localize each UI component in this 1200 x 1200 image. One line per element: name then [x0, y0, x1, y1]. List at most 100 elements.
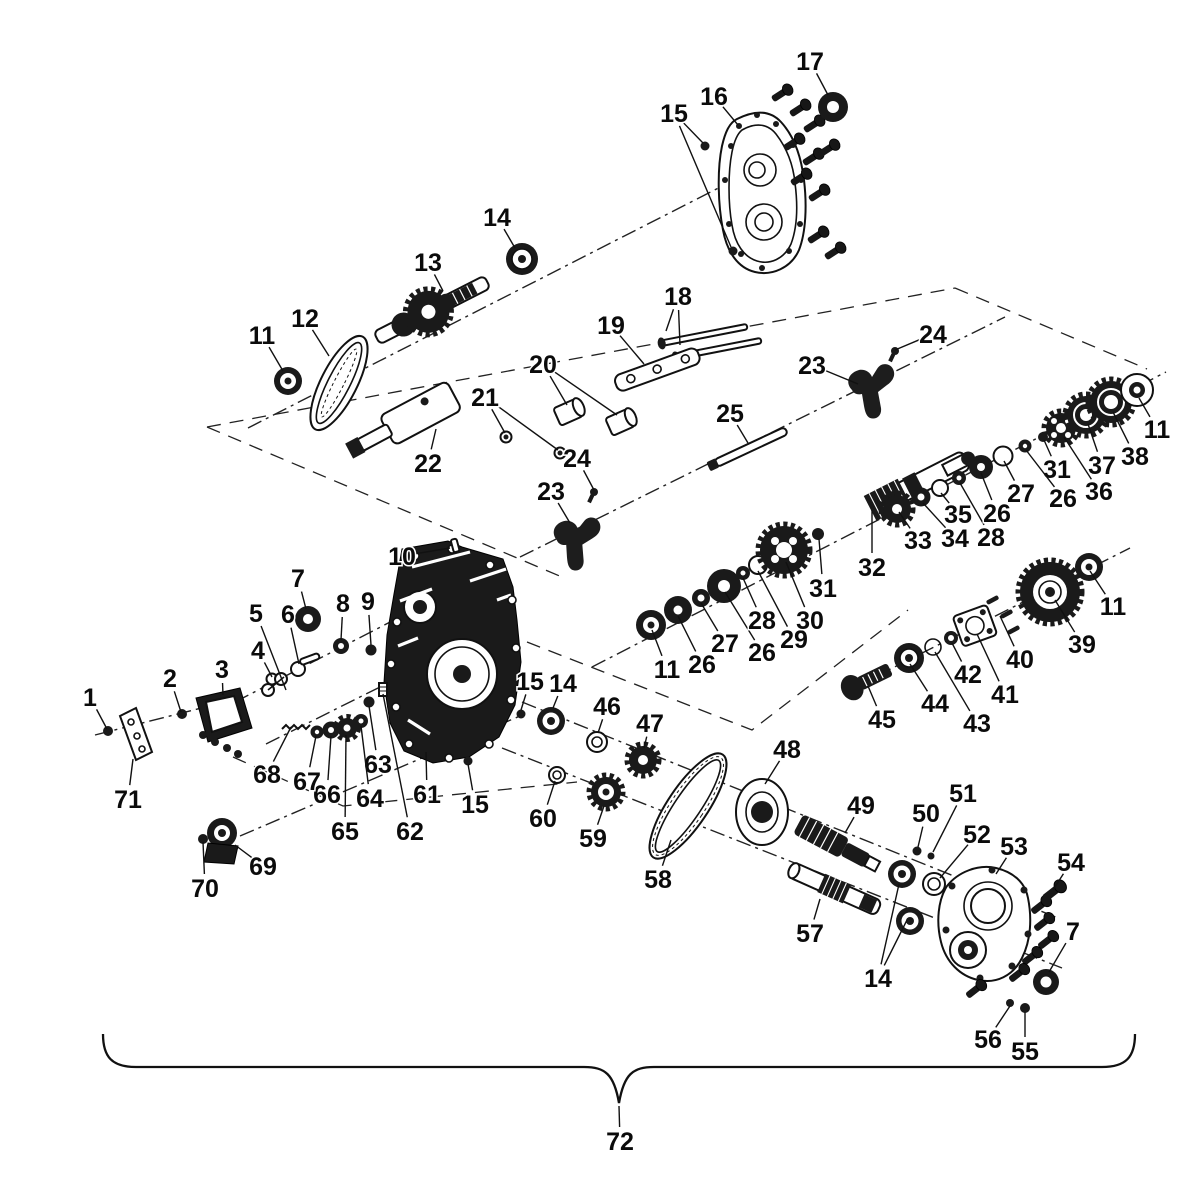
leader-line [959, 482, 985, 526]
callout-label-71: 71 [114, 786, 142, 814]
leader-line [880, 883, 900, 965]
leader-line [1003, 460, 1016, 481]
callout-label-49: 49 [847, 792, 875, 820]
leader-line [430, 428, 437, 450]
callout-label-54: 54 [1057, 849, 1085, 877]
callout-label-40: 40 [1006, 646, 1034, 674]
callout-label-6: 6 [281, 601, 295, 629]
part-49-shaft [794, 815, 882, 873]
callout-label-67: 67 [293, 768, 321, 796]
callout-label-11: 11 [654, 656, 681, 684]
leader-line [467, 763, 474, 791]
leader-line [546, 780, 556, 805]
part-46-washer [586, 731, 608, 753]
callout-label-56: 56 [974, 1026, 1002, 1054]
leader-line [520, 694, 527, 711]
leader-line [1138, 397, 1151, 418]
part-7-seal [295, 606, 321, 632]
callout-label-33: 33 [904, 527, 932, 555]
callout-label-38: 38 [1121, 443, 1149, 471]
leader-line [677, 615, 697, 652]
part-16-rear-cover [700, 81, 849, 274]
callout-label-15: 15 [516, 668, 544, 696]
callout-label-3: 3 [215, 656, 229, 684]
callout-label-25: 25 [716, 400, 744, 428]
cover-rim-holes [722, 112, 804, 271]
part-25-shift-rod [706, 427, 788, 471]
callout-label-10: 10 [388, 543, 416, 571]
leader-line [898, 511, 911, 529]
part-53-cover [937, 866, 1032, 982]
front-cover-assembly [912, 846, 1070, 1013]
part-20-spacers [553, 397, 638, 436]
leader-line [940, 492, 950, 504]
callout-label-20: 20 [529, 351, 557, 379]
callout-label-51: 51 [949, 780, 977, 808]
part-60-spacer [548, 766, 566, 784]
leader-line [596, 805, 605, 825]
leader-line [934, 651, 971, 712]
callout-label-66: 66 [313, 781, 341, 809]
leader-line [327, 735, 332, 781]
callout-label-60: 60 [529, 805, 557, 833]
callout-label-32: 32 [858, 554, 886, 582]
leader-line [300, 591, 307, 610]
callout-label-31: 31 [1043, 456, 1071, 484]
callout-label-37: 37 [1088, 452, 1116, 480]
leader-line [597, 719, 604, 734]
callout-label-11: 11 [249, 322, 276, 350]
leader-line [618, 1105, 621, 1128]
leader-line [202, 841, 206, 875]
leader-line [619, 335, 645, 365]
part-13-input-shaft [374, 276, 490, 344]
callout-label-69: 69 [249, 853, 277, 881]
part-15-bolt [728, 246, 738, 256]
callout-label-41: 41 [991, 681, 1019, 709]
leader-line [311, 329, 330, 357]
leader-line [917, 826, 924, 848]
part-23-shift-fork [549, 513, 602, 573]
part-69-mount [203, 818, 239, 865]
part-52-oring [922, 872, 946, 896]
part-9-nut [365, 644, 377, 656]
callout-label-26: 26 [688, 651, 716, 679]
leader-line [995, 857, 1008, 875]
part-2-bolt [177, 709, 187, 719]
callout-label-24: 24 [563, 445, 591, 473]
part-3-bracket [195, 687, 253, 758]
callout-label-24: 24 [919, 321, 947, 349]
leader-line [129, 758, 134, 786]
part-65-gear [333, 714, 361, 742]
part-59-sprocket [586, 772, 626, 812]
leader-line [815, 73, 829, 96]
part-19-bracket [614, 347, 701, 392]
callout-label-46: 46 [593, 693, 621, 721]
part-15-bolt [463, 756, 473, 766]
callout-label-39: 39 [1068, 631, 1096, 659]
part-10-vent [449, 537, 461, 554]
leader-line [818, 538, 823, 575]
leader-line [433, 274, 444, 292]
leader-line [368, 614, 372, 646]
callout-label-48: 48 [773, 736, 801, 764]
leader-line [824, 369, 859, 385]
part-14-bearing [896, 907, 924, 935]
callout-label-36: 36 [1085, 478, 1113, 506]
leader-line [894, 338, 921, 351]
leader-line [1025, 449, 1056, 488]
leader-line [665, 309, 675, 332]
leader-line [883, 919, 908, 966]
leader-line [557, 502, 571, 524]
leader-line [976, 633, 1000, 682]
callout-label-2: 2 [163, 665, 177, 693]
callout-label-19: 19 [597, 312, 625, 340]
leader-line [382, 693, 408, 818]
callout-label-43: 43 [963, 710, 991, 738]
part-50-bolt [912, 846, 922, 856]
part-48-disc [735, 778, 789, 846]
leader-line [234, 844, 253, 859]
output-gear-stack [840, 553, 1103, 701]
callout-label-57: 57 [796, 920, 824, 948]
center-gear-stack [636, 521, 824, 640]
